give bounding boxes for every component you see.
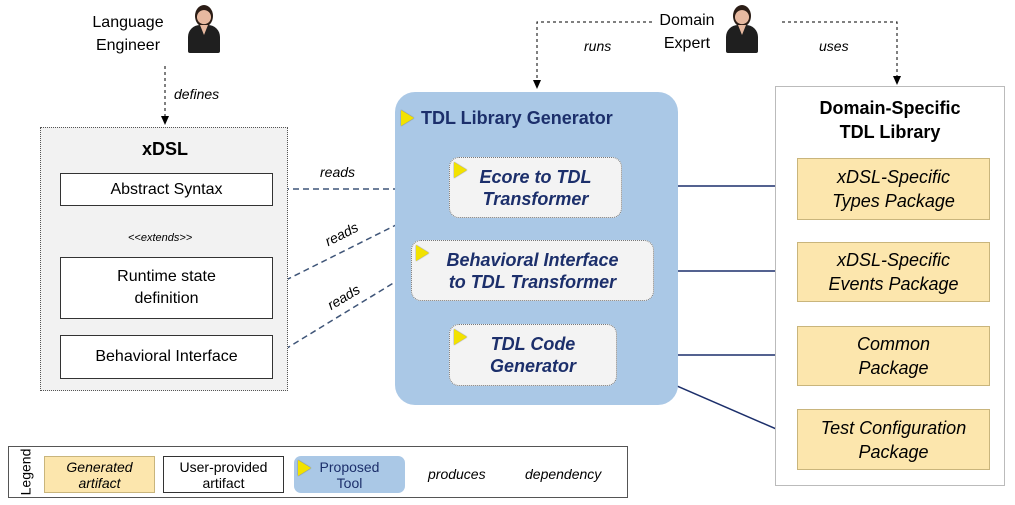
legend-user-provided-artifact: User-provided artifact — [163, 456, 284, 493]
domain-expert-person-icon — [726, 5, 758, 53]
legend-generated-artifact: Generated artifact — [44, 456, 155, 493]
common-package-box: Common Package — [797, 326, 990, 386]
behavioral-interface-transformer-box: Behavioral Interface to TDL Transformer — [411, 240, 654, 301]
legend-proposed-tool: Proposed Tool — [294, 456, 405, 493]
legend-tool-triangle-icon — [298, 460, 311, 476]
library-title: Domain-Specific TDL Library — [819, 98, 961, 142]
generator-title: TDL Library Generator — [421, 108, 613, 128]
behavioral-interface-box: Behavioral Interface — [60, 335, 273, 379]
reads-arrow-3 — [274, 267, 419, 356]
uses-arrow — [782, 21, 901, 85]
ecore-to-tdl-transformer-box: Ecore to TDL Transformer — [449, 157, 622, 218]
behavioral-triangle-icon — [416, 245, 429, 261]
events-package-box: xDSL-Specific Events Package — [797, 242, 990, 302]
tdl-code-generator-box: TDL Code Generator — [449, 324, 617, 386]
uses-label: uses — [819, 38, 849, 54]
generator-title-triangle-icon — [401, 110, 414, 126]
xdsl-title: xDSL — [142, 139, 189, 159]
legend-produces-label: produces — [428, 466, 486, 482]
reads-label-1: reads — [320, 164, 356, 180]
runs-label: runs — [584, 38, 612, 54]
test-configuration-package-box: Test Configuration Package — [797, 409, 990, 470]
runtime-state-box: Runtime state definition — [60, 257, 273, 319]
language-engineer-label: Language Engineer — [92, 14, 164, 54]
abstract-syntax-box: Abstract Syntax — [60, 173, 273, 206]
defines-label: defines — [174, 86, 220, 102]
ecore-triangle-icon — [454, 162, 467, 178]
legend-dependency-label: dependency — [525, 466, 602, 482]
extends-label: <<extends>> — [126, 232, 195, 244]
legend-title: Legend — [17, 448, 34, 496]
runs-arrow — [533, 21, 652, 89]
domain-expert-label: Domain Expert — [659, 12, 715, 52]
types-package-box: xDSL-Specific Types Package — [797, 158, 990, 220]
code-generator-triangle-icon — [454, 329, 467, 345]
language-engineer-person-icon — [188, 5, 220, 53]
